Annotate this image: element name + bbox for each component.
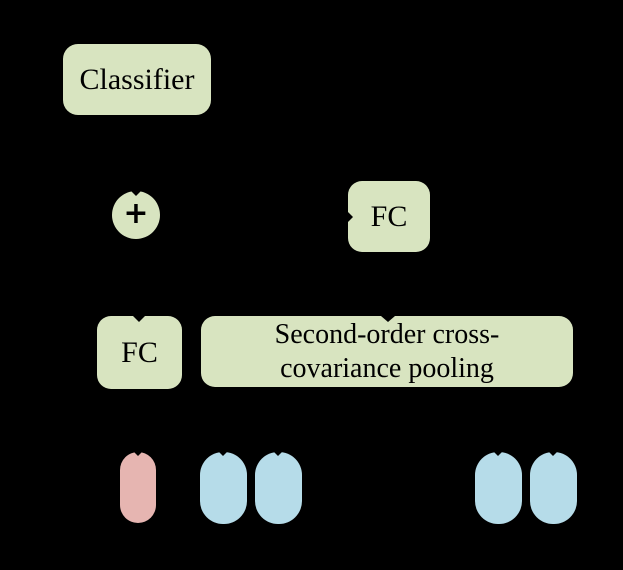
plus-icon: +	[123, 196, 149, 231]
arrowhead-notch-icon	[494, 452, 502, 456]
fc-bottom-label: FC	[121, 335, 158, 369]
fc-top-node: FC	[348, 181, 430, 252]
classifier-label: Classifier	[79, 62, 195, 96]
feature-pill-blue	[255, 452, 302, 524]
feature-pill-blue	[530, 452, 577, 524]
fc-top-label: FC	[370, 199, 408, 233]
arrowhead-notch-icon	[131, 191, 141, 196]
arrowhead-notch-icon	[549, 452, 557, 456]
pooling-label-line2: covariance pooling	[280, 352, 494, 384]
arrowhead-notch-icon	[133, 316, 145, 322]
sum-node: +	[112, 191, 160, 239]
arrowhead-notch-icon	[219, 452, 227, 456]
classifier-node: Classifier	[63, 44, 211, 115]
arrowhead-notch-icon	[381, 316, 395, 322]
pooling-label-line1: Second-order cross-	[274, 318, 500, 350]
feature-pill-blue	[475, 452, 522, 524]
feature-pill-blue	[200, 452, 247, 524]
feature-pill-pink	[120, 452, 156, 523]
fc-bottom-node: FC	[97, 316, 182, 389]
arrowhead-notch-icon	[348, 212, 353, 222]
arrowhead-notch-icon	[274, 452, 282, 456]
arrowhead-notch-icon	[134, 452, 142, 456]
pooling-node: Second-order cross- covariance pooling	[201, 316, 573, 387]
